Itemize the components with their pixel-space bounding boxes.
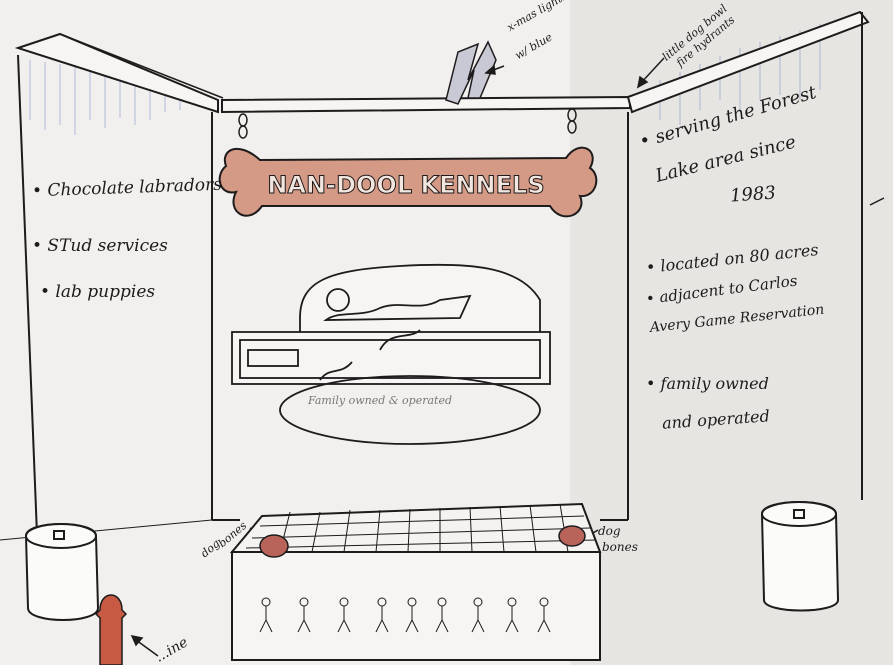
- fire-hydrant: [96, 595, 126, 665]
- right-panel-item-family: • family owned: [646, 374, 769, 393]
- banner-text: NAN-DOOL KENNELS: [267, 171, 544, 199]
- dog-bones-right-line-2: bones: [602, 540, 638, 554]
- dog-bones-right-line-1: dog: [598, 524, 621, 538]
- right-panel-intro-line-3: 1983: [729, 182, 776, 206]
- display-table: [232, 504, 600, 660]
- left-panel-item-stud: • STud services: [32, 236, 168, 256]
- logo-subtitle: Family owned & operated: [307, 394, 452, 407]
- logo-sign: [232, 265, 550, 444]
- left-panel-item-puppies: • lab puppies: [40, 282, 155, 302]
- sign-chains: [239, 109, 576, 138]
